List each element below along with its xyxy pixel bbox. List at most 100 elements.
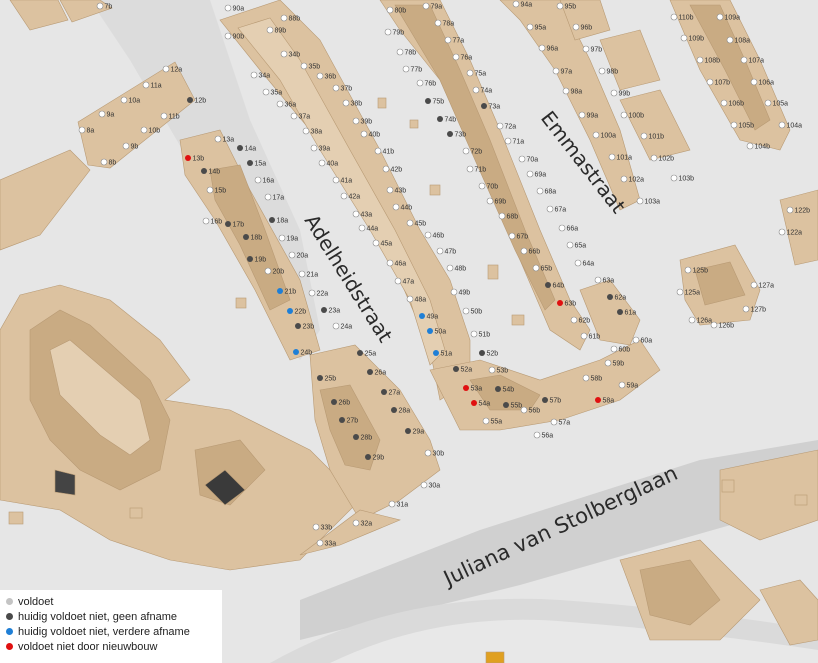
- measurement-point-97b: 97b: [582, 45, 602, 54]
- measurement-point-label: 53b: [497, 368, 509, 375]
- measurement-point-label: 80b: [395, 8, 407, 15]
- measurement-point-marker: [264, 193, 272, 201]
- measurement-point-label: 28b: [361, 435, 373, 442]
- measurement-point-marker: [512, 0, 520, 8]
- measurement-point-label: 63a: [603, 278, 615, 285]
- measurement-point-45b: 45b: [406, 219, 426, 228]
- measurement-point-marker: [582, 374, 590, 382]
- measurement-point-label: 23a: [329, 308, 341, 315]
- measurement-point-marker: [224, 32, 232, 40]
- measurement-point-marker: [478, 182, 486, 190]
- measurement-point-marker: [488, 366, 496, 374]
- measurement-point-label: 75b: [433, 99, 445, 106]
- measurement-point-label: 26b: [339, 400, 351, 407]
- measurement-point-54b: 54b: [495, 386, 514, 394]
- measurement-point-label: 56b: [529, 408, 541, 415]
- measurement-point-marker: [574, 259, 582, 267]
- measurement-point-label: 69a: [535, 172, 547, 179]
- measurement-point-label: 78a: [443, 21, 455, 28]
- measurement-point-18a: 18a: [269, 217, 288, 225]
- measurement-point-8a: 8a: [78, 126, 94, 135]
- measurement-point-marker: [287, 308, 293, 314]
- measurement-point-marker: [716, 13, 724, 21]
- measurement-point-marker: [392, 203, 400, 211]
- measurement-point-90b: 90b: [224, 32, 244, 41]
- measurement-point-marker: [300, 62, 308, 70]
- measurement-point-label: 94a: [521, 2, 533, 9]
- measurement-point-marker: [518, 155, 526, 163]
- measurement-point-73a: 73a: [481, 103, 500, 111]
- measurement-point-marker: [595, 397, 601, 403]
- measurement-point-marker: [372, 239, 380, 247]
- measurement-point-marker: [742, 305, 750, 313]
- measurement-point-marker: [786, 206, 794, 214]
- measurement-point-marker: [374, 147, 382, 155]
- measurement-point-marker: [740, 56, 748, 64]
- measurement-point-109a: 109a: [716, 13, 740, 22]
- measurement-point-label: 42b: [391, 167, 403, 174]
- measurement-point-110b: 110b: [670, 13, 694, 22]
- measurement-point-41a: 41a: [332, 176, 352, 185]
- measurement-point-label: 64a: [583, 261, 595, 268]
- measurement-point-13a: 13a: [214, 135, 234, 144]
- measurement-point-marker: [98, 110, 106, 118]
- measurement-point-100b: 100b: [620, 111, 644, 120]
- measurement-point-19a: 19a: [278, 234, 298, 243]
- measurement-point-label: 122a: [787, 230, 803, 237]
- measurement-point-16a: 16a: [254, 176, 275, 185]
- measurement-point-27a: 27a: [381, 389, 400, 397]
- measurement-point-label: 109b: [689, 36, 705, 43]
- measurement-point-66a: 66a: [558, 224, 578, 233]
- measurement-point-label: 51b: [479, 332, 491, 339]
- measurement-point-label: 16a: [263, 178, 275, 185]
- measurement-point-55a: 55a: [482, 417, 502, 426]
- measurement-point-label: 24b: [301, 350, 313, 357]
- measurement-point-97a: 97a: [552, 67, 572, 76]
- measurement-point-marker: [636, 197, 644, 205]
- measurement-point-marker: [610, 89, 618, 97]
- measurement-point-77b: 77b: [402, 65, 422, 74]
- measurement-point-marker: [318, 159, 326, 167]
- measurement-point-22a: 22a: [308, 289, 328, 298]
- measurement-point-126b: 126b: [710, 321, 734, 330]
- measurement-point-marker: [592, 131, 600, 139]
- measurement-point-label: 125b: [693, 268, 709, 275]
- measurement-point-57a: 57a: [550, 418, 570, 427]
- measurement-point-label: 36a: [285, 102, 297, 109]
- measurement-point-marker: [670, 13, 678, 21]
- measurement-point-marker: [142, 81, 150, 89]
- measurement-point-95a: 95a: [526, 23, 546, 32]
- measurement-point-41b: 41b: [374, 147, 394, 156]
- measurement-point-24b: 24b: [293, 349, 312, 357]
- measurement-point-label: 50a: [435, 329, 447, 336]
- measurement-point-105b: 105b: [730, 121, 754, 130]
- measurement-point-label: 33b: [321, 525, 333, 532]
- measurement-point-marker: [352, 519, 360, 527]
- measurement-point-label: 104b: [755, 144, 771, 151]
- measurement-point-marker: [607, 294, 613, 300]
- measurement-point-label: 35b: [309, 64, 321, 71]
- measurement-point-label: 65b: [541, 266, 553, 273]
- measurement-point-marker: [140, 126, 148, 134]
- measurement-point-marker: [262, 88, 270, 96]
- measurement-point-39a: 39a: [310, 144, 330, 153]
- measurement-point-marker: [466, 165, 474, 173]
- measurement-point-label: 65a: [575, 243, 587, 250]
- measurement-point-label: 69b: [495, 199, 507, 206]
- legend-label: voldoet niet door nieuwbouw: [18, 640, 158, 653]
- measurement-point-marker: [78, 126, 86, 134]
- measurement-point-marker: [778, 228, 786, 236]
- measurement-point-94a: 94a: [512, 0, 533, 9]
- measurement-point-38a: 38a: [302, 127, 322, 136]
- measurement-point-label: 90a: [233, 6, 245, 13]
- measurement-point-43a: 43a: [352, 210, 372, 219]
- measurement-point-marker: [462, 147, 470, 155]
- measurement-point-marker: [706, 78, 714, 86]
- legend-dot-icon: [6, 643, 13, 650]
- measurement-point-label: 32a: [361, 521, 373, 528]
- measurement-point-marker: [406, 295, 414, 303]
- measurement-point-marker: [243, 234, 249, 240]
- measurement-point-122a: 122a: [778, 228, 803, 237]
